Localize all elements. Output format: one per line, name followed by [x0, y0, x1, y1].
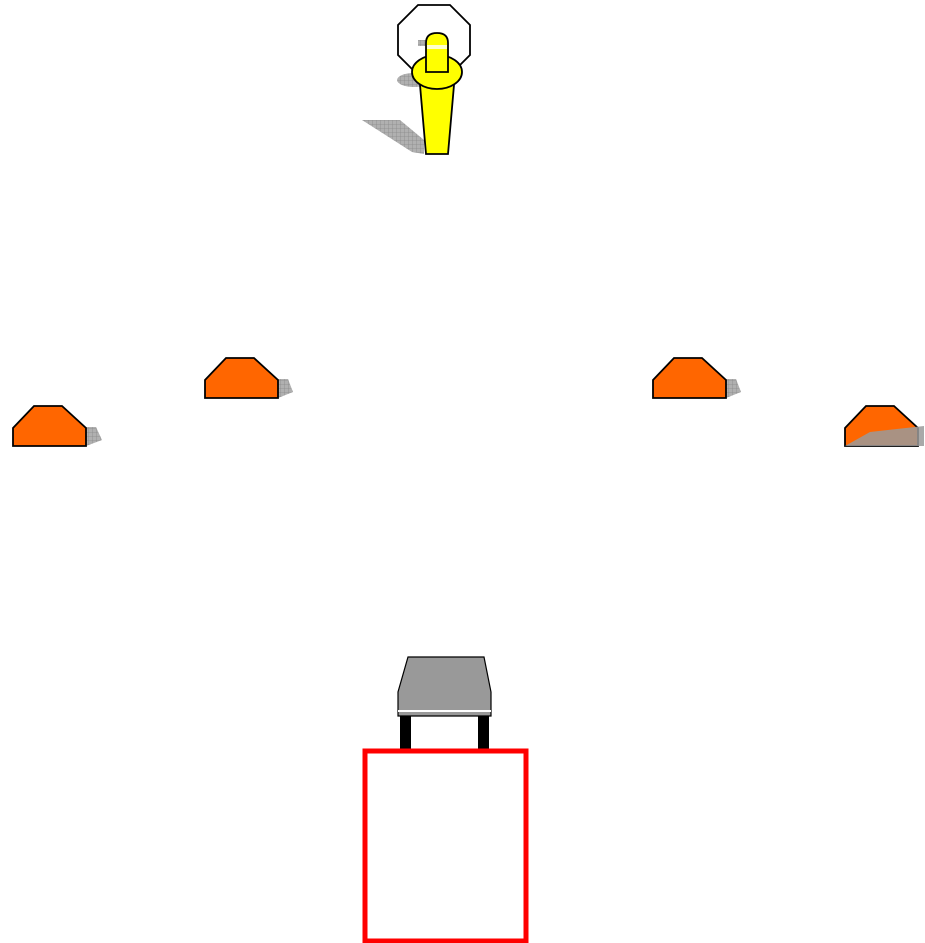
bench-icon	[398, 657, 491, 750]
cone-icon	[13, 406, 102, 446]
cone-icon	[205, 358, 293, 398]
start-zone-box	[365, 751, 526, 941]
cone-icon	[845, 406, 924, 446]
cone-icon	[653, 358, 741, 398]
